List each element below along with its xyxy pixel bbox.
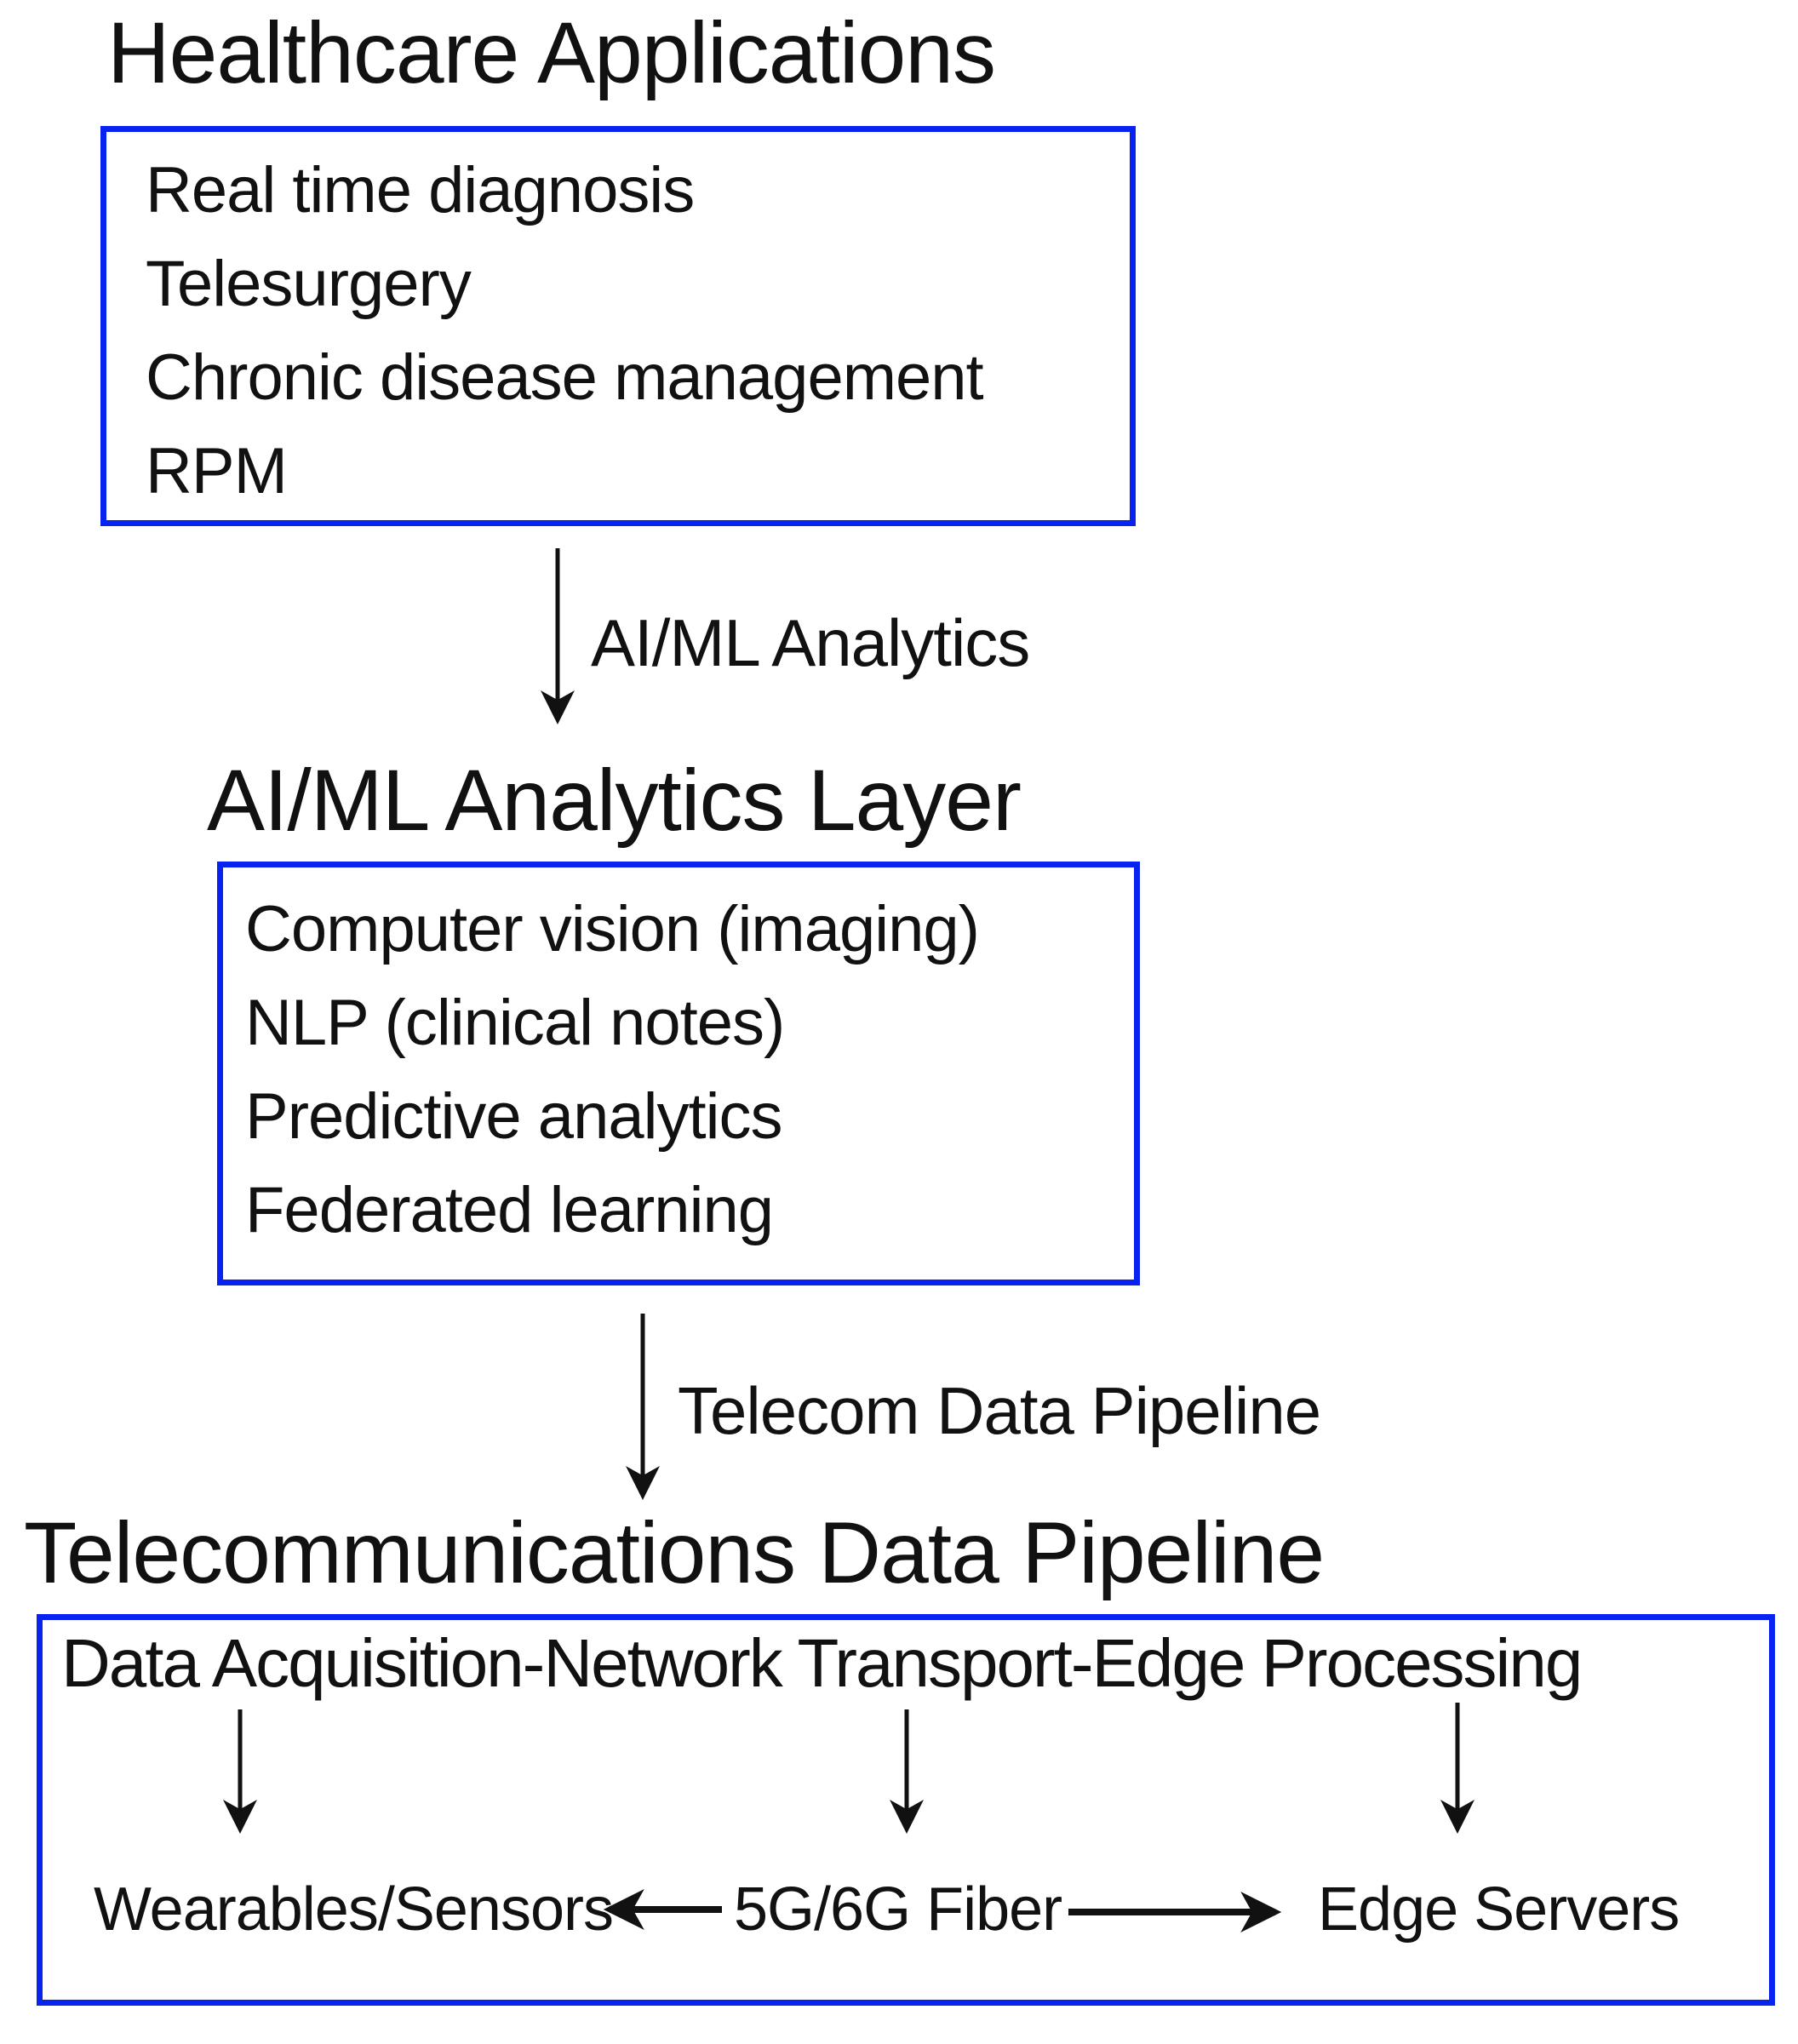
analytics-item-computer-vision: Computer vision (imaging)	[245, 893, 980, 965]
healthcare-applications-box: Real time diagnosis Telesurgery Chronic …	[100, 126, 1136, 526]
pipeline-stages-text: Data Acquisition-Network Transport-Edge …	[61, 1625, 1583, 1701]
node-wearables-sensors: Wearables/Sensors	[94, 1875, 614, 1944]
connector-label-telecom-data-pipeline: Telecom Data Pipeline	[678, 1373, 1321, 1448]
healthcare-item-telesurgery: Telesurgery	[146, 248, 472, 320]
ai-ml-analytics-layer-heading: AI/ML Analytics Layer	[207, 752, 1022, 849]
connector-label-ai-ml-analytics: AI/ML Analytics	[591, 605, 1030, 680]
ai-ml-analytics-box: Computer vision (imaging) NLP (clinical …	[217, 862, 1140, 1285]
healthcare-item-real-time-diagnosis: Real time diagnosis	[146, 154, 695, 226]
analytics-item-nlp: NLP (clinical notes)	[245, 987, 785, 1059]
healthcare-item-rpm: RPM	[146, 435, 288, 507]
node-5g-6g-fiber: 5G/6G Fiber	[734, 1875, 1062, 1944]
telecommunications-data-pipeline-heading: Telecommunications Data Pipeline	[24, 1504, 1325, 1601]
node-edge-servers: Edge Servers	[1318, 1875, 1680, 1944]
analytics-item-federated-learning: Federated learning	[245, 1174, 774, 1246]
healthcare-item-chronic-disease-management: Chronic disease management	[146, 341, 984, 414]
healthcare-applications-heading: Healthcare Applications	[107, 4, 996, 101]
analytics-item-predictive-analytics: Predictive analytics	[245, 1080, 783, 1153]
